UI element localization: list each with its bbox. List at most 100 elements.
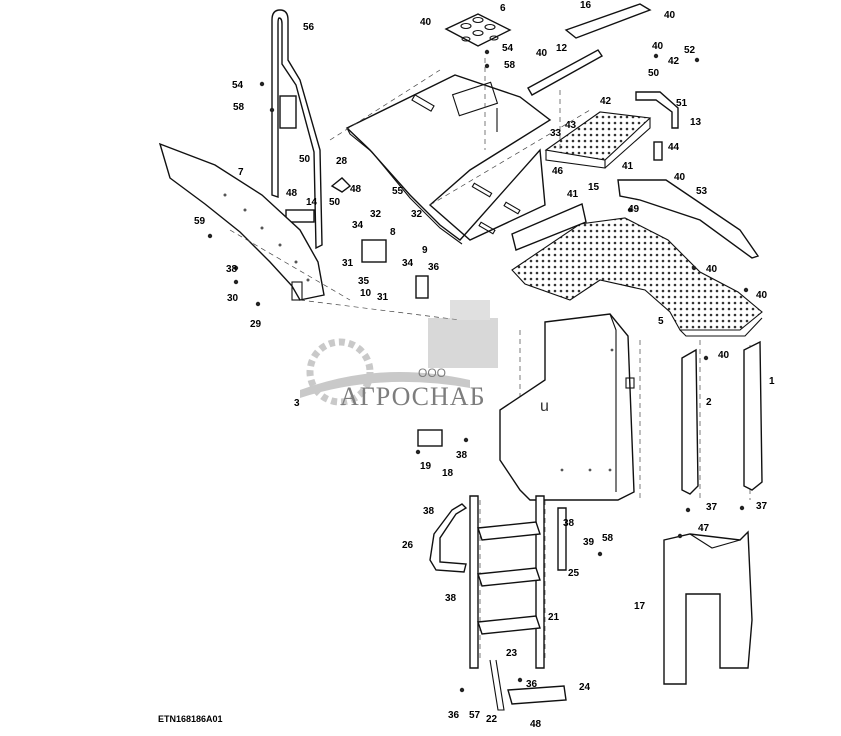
callout-31: 31 xyxy=(377,292,389,303)
callout-37: 37 xyxy=(706,502,718,513)
callout-13: 13 xyxy=(690,117,702,128)
watermark-logo xyxy=(300,300,498,406)
callout-40: 40 xyxy=(420,17,432,28)
callout-42: 42 xyxy=(600,96,612,107)
callout-35: 35 xyxy=(358,276,370,287)
callout-32: 32 xyxy=(370,209,382,220)
callout-41: 41 xyxy=(622,161,634,172)
bracket-13 xyxy=(635,91,679,161)
callout-58: 58 xyxy=(504,60,516,71)
callout-23: 23 xyxy=(506,648,518,659)
callout-34: 34 xyxy=(352,220,364,231)
watermark-company: АГРОСНАБ xyxy=(340,382,486,411)
callout-33: 33 xyxy=(550,128,562,139)
callout-55: 55 xyxy=(392,186,404,197)
callout-5: 5 xyxy=(658,316,664,327)
callout-56: 56 xyxy=(303,22,315,33)
callout-6: 6 xyxy=(500,3,506,14)
callout-36: 36 xyxy=(526,679,538,690)
callout-38: 38 xyxy=(456,450,468,461)
callout-59: 59 xyxy=(194,216,206,227)
callout-2: 2 xyxy=(706,397,712,408)
callout-24: 24 xyxy=(579,682,591,693)
callout-26: 26 xyxy=(402,540,414,551)
front-shell xyxy=(499,313,635,501)
callout-58: 58 xyxy=(602,533,614,544)
callout-30: 30 xyxy=(227,293,239,304)
hand-grip xyxy=(429,503,567,573)
callout-25: 25 xyxy=(568,568,580,579)
callout-37: 37 xyxy=(756,501,768,512)
callout-7: 7 xyxy=(238,167,244,178)
callout-38: 38 xyxy=(563,518,575,529)
callout-48: 48 xyxy=(530,719,542,730)
watermark-tail: u xyxy=(540,398,549,415)
callout-52: 52 xyxy=(684,45,696,56)
floor-grate xyxy=(511,203,763,337)
upper-platform xyxy=(345,74,552,245)
callout-40: 40 xyxy=(652,41,664,52)
ladder xyxy=(469,495,567,711)
callout-3: 3 xyxy=(294,398,300,409)
callout-47: 47 xyxy=(698,523,710,534)
callout-51: 51 xyxy=(676,98,688,109)
callout-40: 40 xyxy=(536,48,548,59)
callout-1: 1 xyxy=(769,376,775,387)
callout-12: 12 xyxy=(556,43,568,54)
posts xyxy=(681,340,763,495)
callout-36: 36 xyxy=(428,262,440,273)
callout-40: 40 xyxy=(756,290,768,301)
callout-50: 50 xyxy=(648,68,660,79)
top-grate xyxy=(444,13,512,47)
callout-19: 19 xyxy=(420,461,432,472)
callout-53: 53 xyxy=(696,186,708,197)
callout-57: 57 xyxy=(469,710,481,721)
mesh-platform xyxy=(544,111,652,169)
callout-44: 44 xyxy=(668,142,680,153)
callout-48: 48 xyxy=(286,188,298,199)
callout-50: 50 xyxy=(329,197,341,208)
callout-38: 38 xyxy=(445,593,457,604)
bracket-12 xyxy=(527,49,604,96)
callout-10: 10 xyxy=(360,288,372,299)
panel-53 xyxy=(617,179,760,259)
callout-50: 50 xyxy=(299,154,311,165)
figure-id: ETN168186A01 xyxy=(158,714,223,724)
callout-31: 31 xyxy=(342,258,354,269)
callout-38: 38 xyxy=(423,506,435,517)
callout-38: 38 xyxy=(226,264,238,275)
callout-46: 46 xyxy=(552,166,564,177)
callouts: 56 54 58 40 6 54 58 16 40 40 12 40 52 42… xyxy=(194,0,775,730)
callout-54: 54 xyxy=(232,80,244,91)
watermark-prefix: ООО xyxy=(418,366,447,380)
callout-15: 15 xyxy=(588,182,600,193)
step-bar xyxy=(564,3,652,39)
callout-8: 8 xyxy=(390,227,396,238)
callout-40: 40 xyxy=(706,264,718,275)
callout-49: 49 xyxy=(628,204,640,215)
callout-16: 16 xyxy=(580,0,592,11)
callout-48: 48 xyxy=(350,184,362,195)
callout-18: 18 xyxy=(442,468,454,479)
callout-29: 29 xyxy=(250,319,262,330)
lower-cover xyxy=(663,530,753,685)
callout-17: 17 xyxy=(634,601,646,612)
callout-9: 9 xyxy=(422,245,428,256)
callout-32: 32 xyxy=(411,209,423,220)
callout-14: 14 xyxy=(306,197,318,208)
callout-39: 39 xyxy=(583,537,595,548)
callout-54: 54 xyxy=(502,43,514,54)
handrail xyxy=(271,9,323,250)
callout-28: 28 xyxy=(336,156,348,167)
callout-41: 41 xyxy=(567,189,579,200)
callout-22: 22 xyxy=(486,714,498,725)
callout-58: 58 xyxy=(233,102,245,113)
callout-40: 40 xyxy=(674,172,686,183)
callout-43: 43 xyxy=(565,120,577,131)
callout-36: 36 xyxy=(448,710,460,721)
callout-21: 21 xyxy=(548,612,560,623)
callout-40: 40 xyxy=(718,350,730,361)
callout-34: 34 xyxy=(402,258,414,269)
